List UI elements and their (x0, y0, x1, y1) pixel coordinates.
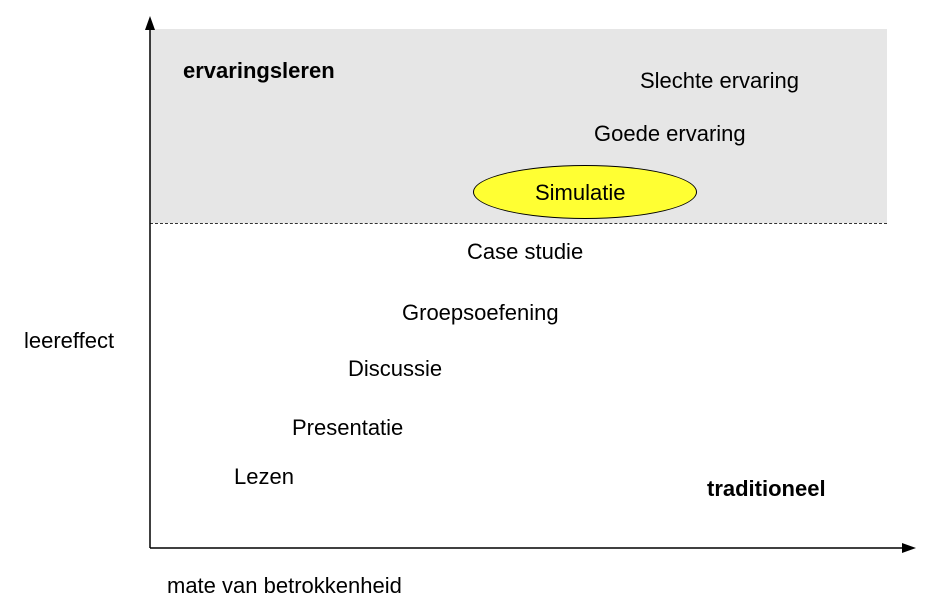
item-slechte-ervaring: Slechte ervaring (640, 68, 799, 93)
x-axis-arrow-icon (902, 543, 916, 553)
item-discussie: Discussie (348, 356, 443, 381)
y-axis-arrow-icon (145, 16, 155, 30)
item-case-studie: Case studie (467, 239, 584, 264)
item-lezen: Lezen (234, 464, 294, 489)
item-simulatie: Simulatie (535, 180, 626, 205)
item-groepsoefening: Groepsoefening (402, 300, 559, 325)
x-axis-label: mate van betrokkenheid (167, 573, 402, 598)
zone-divider (150, 223, 887, 224)
zone-label-ervaringsleren: ervaringsleren (183, 58, 335, 83)
item-presentatie: Presentatie (292, 415, 404, 440)
zone-label-traditioneel: traditioneel (707, 476, 826, 501)
simulatie-highlight (473, 165, 697, 219)
item-goede-ervaring: Goede ervaring (594, 121, 746, 146)
y-axis-label: leereffect (24, 328, 115, 353)
